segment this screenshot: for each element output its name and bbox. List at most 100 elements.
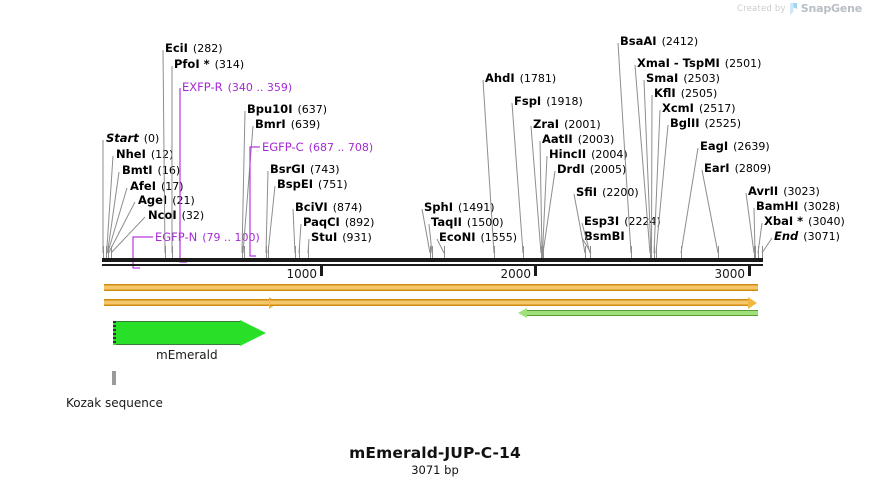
site-name: KflI: [654, 86, 676, 100]
site-label-paqci[interactable]: PaqCI(892): [303, 216, 374, 229]
snapgene-watermark: Created by SnapGene: [737, 2, 862, 15]
cds-body: [113, 321, 240, 345]
site-label-eari[interactable]: EarI(2809): [704, 162, 771, 175]
site-position: (21): [172, 194, 195, 207]
feature-label-egfp-c[interactable]: EGFP-C(687 .. 708): [262, 141, 373, 154]
site-label-bsaai[interactable]: BsaAI(2412): [620, 35, 698, 48]
green-arrowhead: [518, 308, 527, 318]
site-position: (2224): [624, 215, 661, 228]
site-label-xcmi[interactable]: XcmI(2517): [662, 102, 736, 115]
site-name: XbaI *: [764, 214, 804, 228]
site-label-aatii[interactable]: AatII(2003): [542, 133, 614, 146]
feature-label-exfp-r[interactable]: EXFP-R (340 .. 359): [182, 81, 292, 94]
site-label-xbai[interactable]: XbaI *(3040): [764, 215, 845, 228]
site-label-nhei[interactable]: NheI(12): [116, 148, 173, 161]
site-name: SmaI: [646, 71, 679, 85]
site-name: NheI: [116, 147, 146, 161]
site-name: BmtI: [122, 163, 153, 177]
site-label-esp3i[interactable]: Esp3I(2224): [584, 215, 661, 228]
site-label-hincii[interactable]: HincII(2004): [549, 148, 628, 161]
site-label-ahdi[interactable]: AhdI(1781): [485, 72, 556, 85]
site-label-start[interactable]: Start(0): [106, 132, 159, 145]
site-name: EcoNI: [439, 230, 476, 244]
kozak-label: Kozak sequence: [66, 396, 163, 410]
site-position: (0): [143, 132, 160, 145]
site-label-smai[interactable]: SmaI (2503): [646, 72, 720, 85]
site-name: EarI: [704, 161, 730, 175]
site-position: (2503): [683, 72, 720, 85]
feature-label-egfp-n[interactable]: EGFP-N(79 .. 100): [155, 231, 260, 244]
plasmid-backbone-lower: [102, 264, 763, 266]
site-label-agei[interactable]: AgeI (21): [138, 194, 195, 207]
site-label-econi[interactable]: EcoNI (1555): [439, 231, 517, 244]
site-name: FspI: [514, 94, 542, 108]
site-label-bspei[interactable]: BspEI(751): [277, 178, 348, 191]
ruler-label-1000: 1000: [286, 267, 317, 281]
site-name: DrdI: [557, 162, 585, 176]
site-name: AfeI: [130, 179, 156, 193]
site-label-pfoi[interactable]: PfoI *(314): [174, 58, 244, 71]
orange-track-lower-left[interactable]: [104, 299, 270, 306]
site-label-zrai[interactable]: ZraI(2001): [533, 118, 601, 131]
site-position: (16): [157, 164, 181, 177]
orange-track-upper[interactable]: [104, 284, 758, 291]
site-label-ncoi[interactable]: NcoI(32): [148, 209, 204, 222]
site-label-bglii[interactable]: BglII(2525): [670, 117, 741, 130]
site-label-bcivi[interactable]: BciVI(874): [295, 201, 362, 214]
site-label-avrii[interactable]: AvrII(3023): [748, 185, 820, 198]
site-label-bamhi[interactable]: BamHI(3028): [756, 200, 840, 213]
site-position: [625, 230, 630, 243]
ruler-label-3000: 3000: [714, 267, 745, 281]
site-name: BsmBI: [584, 229, 625, 243]
site-position: (2412): [661, 35, 699, 48]
site-label-sphi[interactable]: SphI(1491): [424, 201, 495, 214]
site-label-drdi[interactable]: DrdI(2005): [557, 163, 626, 176]
site-position: (2501): [724, 57, 762, 70]
cds-memerald[interactable]: [113, 320, 266, 346]
site-name: AgeI: [138, 193, 168, 207]
site-label-ecii[interactable]: EciI(282): [165, 42, 223, 55]
site-name: End: [774, 229, 799, 243]
site-label-bsrgi[interactable]: BsrGI(743): [270, 163, 340, 176]
site-label-kfli[interactable]: KflI(2505): [654, 87, 717, 100]
site-label-xmai-tspmi[interactable]: XmaI - TspMI(2501): [637, 57, 761, 70]
site-position: (314): [214, 58, 245, 71]
orange-track-lower-right[interactable]: [270, 299, 749, 306]
site-label-bsmbi[interactable]: BsmBI: [584, 230, 630, 243]
site-name: BspEI: [277, 177, 313, 191]
site-position: (1555): [480, 231, 518, 244]
site-label-end[interactable]: End (3071): [774, 230, 840, 243]
site-label-sfii[interactable]: SfiI(2200): [576, 186, 639, 199]
cds-label-memerald: mEmerald: [156, 348, 218, 362]
site-position: (2200): [602, 186, 639, 199]
site-label-bmri[interactable]: BmrI(639): [255, 118, 320, 131]
site-name: AvrII: [748, 184, 779, 198]
feature-range: (340 .. 359): [227, 81, 293, 94]
site-position: (32): [181, 209, 205, 222]
site-label-fspi[interactable]: FspI (1918): [514, 95, 583, 108]
site-position: (1918): [546, 95, 583, 108]
watermark-prefix: Created by: [736, 3, 786, 14]
site-label-stui[interactable]: StuI(931): [311, 231, 372, 244]
feature-name: EXFP-R: [182, 80, 223, 94]
site-name: TaqII: [431, 215, 462, 229]
site-name: BsrGI: [270, 162, 305, 176]
site-label-taqii[interactable]: TaqII(1500): [431, 216, 504, 229]
site-name: StuI: [311, 230, 338, 244]
site-label-bpu10i[interactable]: Bpu10I(637): [247, 103, 327, 116]
plasmid-backbone[interactable]: [102, 258, 763, 262]
site-name: AatII: [542, 132, 573, 146]
feature-name: EGFP-C: [262, 140, 304, 154]
site-label-bmti[interactable]: BmtI (16): [122, 164, 180, 177]
ruler-tick-1000: [320, 266, 323, 276]
site-label-afei[interactable]: AfeI(17): [130, 180, 184, 193]
orange-arrowhead-right: [748, 296, 757, 309]
site-position: (3071): [803, 230, 840, 243]
green-track[interactable]: [527, 310, 758, 316]
site-position: (1491): [457, 201, 495, 214]
site-name: BglII: [670, 116, 700, 130]
site-label-eagi[interactable]: EagI(2639): [700, 140, 770, 153]
plasmid-length: 3071 bp: [411, 463, 459, 477]
kozak-marker[interactable]: [112, 371, 116, 385]
site-name: ZraI: [533, 117, 560, 131]
